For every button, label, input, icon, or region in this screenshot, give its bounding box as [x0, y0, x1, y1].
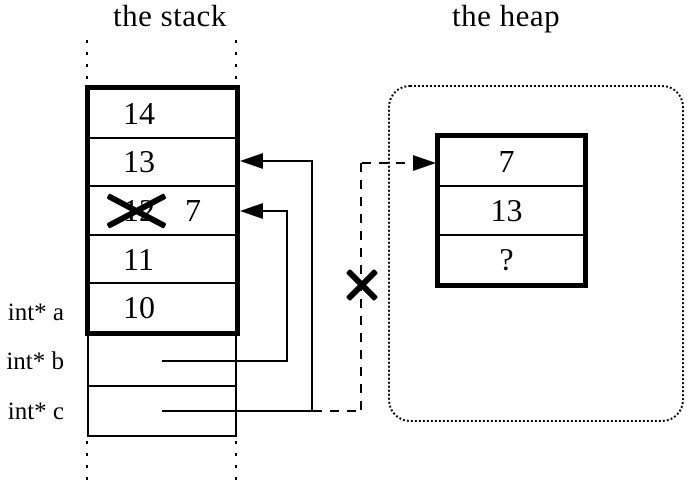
stack-cell-10: 10: [90, 282, 235, 331]
pointer-cells-box: [87, 336, 237, 437]
heap-cell-13: 13: [440, 185, 583, 234]
stack-title: the stack: [113, 0, 227, 33]
label-int-ptr-b: int* b: [6, 348, 64, 375]
stack-cell-11: 11: [90, 233, 235, 283]
pointer-c-arrowhead-icon: [240, 153, 263, 169]
heap-cell-value: 13: [490, 192, 523, 228]
stack-guide-line-top-left: [86, 40, 88, 85]
pointer-c-horizontal-line: [162, 410, 313, 412]
heap-box: 7 13 ?: [435, 133, 588, 288]
stack-box: 14 13 12 7 11 10: [85, 85, 240, 336]
x-stroke: [345, 268, 379, 302]
heap-title: the heap: [452, 0, 561, 33]
stack-cell-value: 13: [123, 143, 155, 180]
dangling-pointer-dashed-top-line: [362, 162, 413, 164]
heap-region-boundary: [388, 85, 684, 422]
stack-guide-line-top-right: [235, 40, 237, 85]
heap-cell-7: 7: [440, 138, 583, 185]
stack-guide-line-bottom-right: [235, 441, 237, 488]
pointer-b-vertical-line: [286, 211, 288, 362]
stack-cell-old-value: 12: [123, 191, 155, 228]
heap-cell-value: ?: [499, 241, 514, 277]
stack-cell-value: 11: [123, 240, 154, 277]
stack-cell-14: 14: [90, 90, 235, 137]
pointer-b-horizontal-line: [162, 360, 288, 362]
pointer-cell-c: [89, 384, 235, 436]
pointer-b-arrow-line: [262, 210, 288, 212]
heap-arrowhead-icon: [413, 155, 436, 171]
stack-cell-value: 10: [123, 289, 155, 326]
label-int-ptr-a: int* a: [7, 299, 64, 326]
stack-cell-12-overwritten: 12 7: [90, 185, 235, 234]
heap-cell-unknown: ?: [440, 234, 583, 283]
pointer-c-arrow-line: [262, 160, 313, 162]
x-stroke: [345, 268, 379, 302]
pointer-b-arrowhead-icon: [240, 203, 263, 219]
dangling-pointer-dashed-bottom-line: [313, 410, 362, 412]
pointer-c-vertical-line: [311, 161, 313, 412]
stack-cell-value: 14: [123, 94, 155, 131]
stack-cell-13: 13: [90, 136, 235, 186]
label-int-ptr-c: int* c: [7, 398, 64, 425]
heap-cell-value: 7: [498, 143, 515, 179]
stack-cell-new-value: 7: [185, 191, 201, 228]
dangling-pointer-dashed-vertical-line: [360, 163, 362, 411]
stack-guide-line-bottom-left: [86, 441, 88, 488]
